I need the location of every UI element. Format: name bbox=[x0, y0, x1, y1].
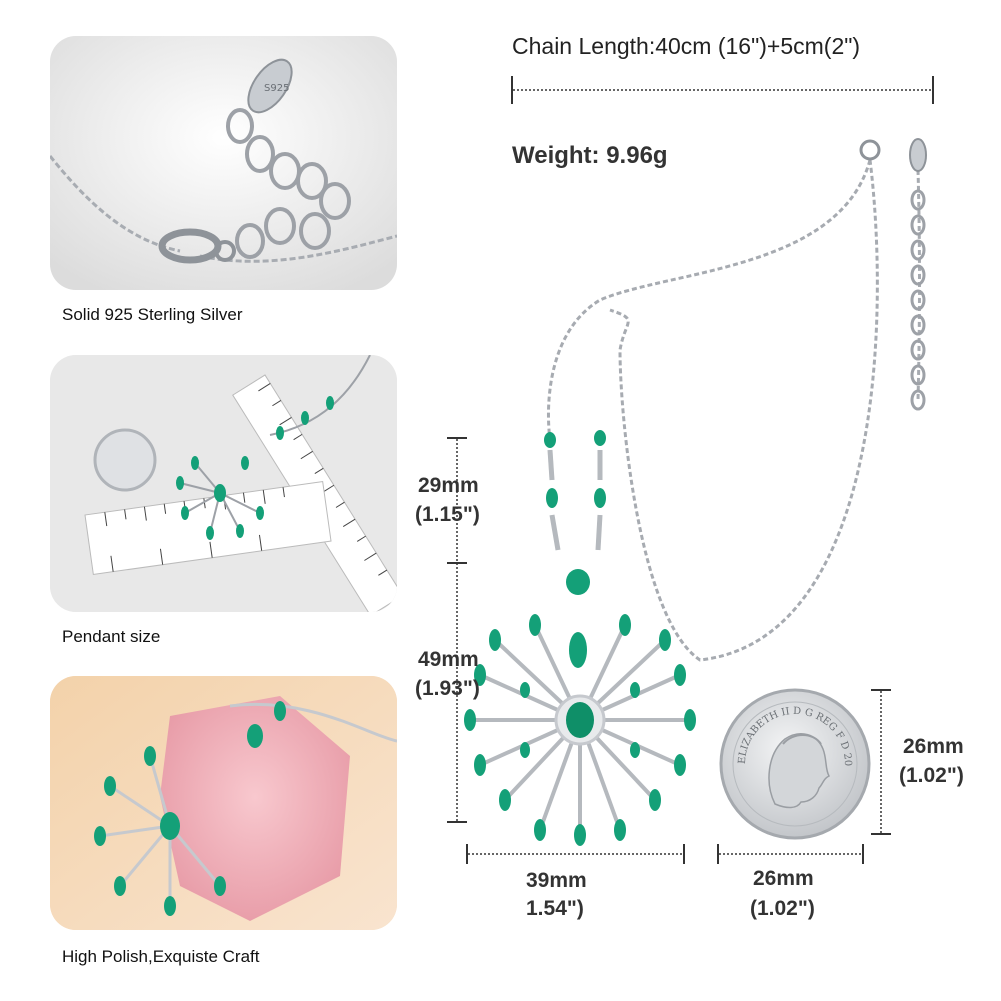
top-length-in: (1.15") bbox=[415, 503, 480, 526]
coin-height-mm: 26mm bbox=[903, 735, 964, 758]
pendant-width-in: 1.54") bbox=[526, 897, 584, 920]
weight-label: Weight: 9.96g bbox=[512, 142, 668, 169]
coin-width-in: (1.02") bbox=[750, 897, 815, 920]
clasp-tag-text: S925 bbox=[264, 83, 289, 94]
chain-length-rule bbox=[511, 76, 934, 104]
polish-pendant bbox=[94, 701, 286, 916]
coin-height-rule bbox=[871, 689, 891, 835]
coin-width-rule bbox=[717, 844, 864, 864]
mini-pendant bbox=[176, 396, 334, 540]
pendant-size-photo bbox=[50, 355, 397, 612]
polish-photo bbox=[50, 676, 397, 930]
necklace-illustration bbox=[464, 138, 927, 846]
pendant-size-panel bbox=[50, 355, 397, 612]
caption-sterling-silver: Solid 925 Sterling Silver bbox=[62, 305, 243, 324]
coin-width-mm: 26mm bbox=[753, 867, 814, 890]
pendant-width-mm: 39mm bbox=[526, 869, 587, 892]
caption-high-polish: High Polish,Exquiste Craft bbox=[62, 947, 260, 966]
top-length-mm: 29mm bbox=[418, 474, 479, 497]
pendant-height-rule bbox=[447, 437, 467, 823]
coin-height-in: (1.02") bbox=[899, 764, 964, 787]
caption-pendant-size: Pendant size bbox=[62, 627, 161, 646]
pendant-width-rule bbox=[466, 844, 685, 864]
polish-photo-panel bbox=[50, 676, 397, 930]
coin-image: ELIZABETH II D G REG F D 2015 bbox=[715, 684, 871, 840]
pendant-length-in: (1.93") bbox=[415, 677, 480, 700]
clasp-photo: S925 bbox=[50, 36, 397, 290]
main-pendant bbox=[464, 614, 696, 846]
pendant-length-mm: 49mm bbox=[418, 648, 479, 671]
clasp-photo-panel: S925 bbox=[50, 36, 397, 290]
chain-length-label: Chain Length:40cm (16")+5cm(2") bbox=[512, 33, 861, 59]
